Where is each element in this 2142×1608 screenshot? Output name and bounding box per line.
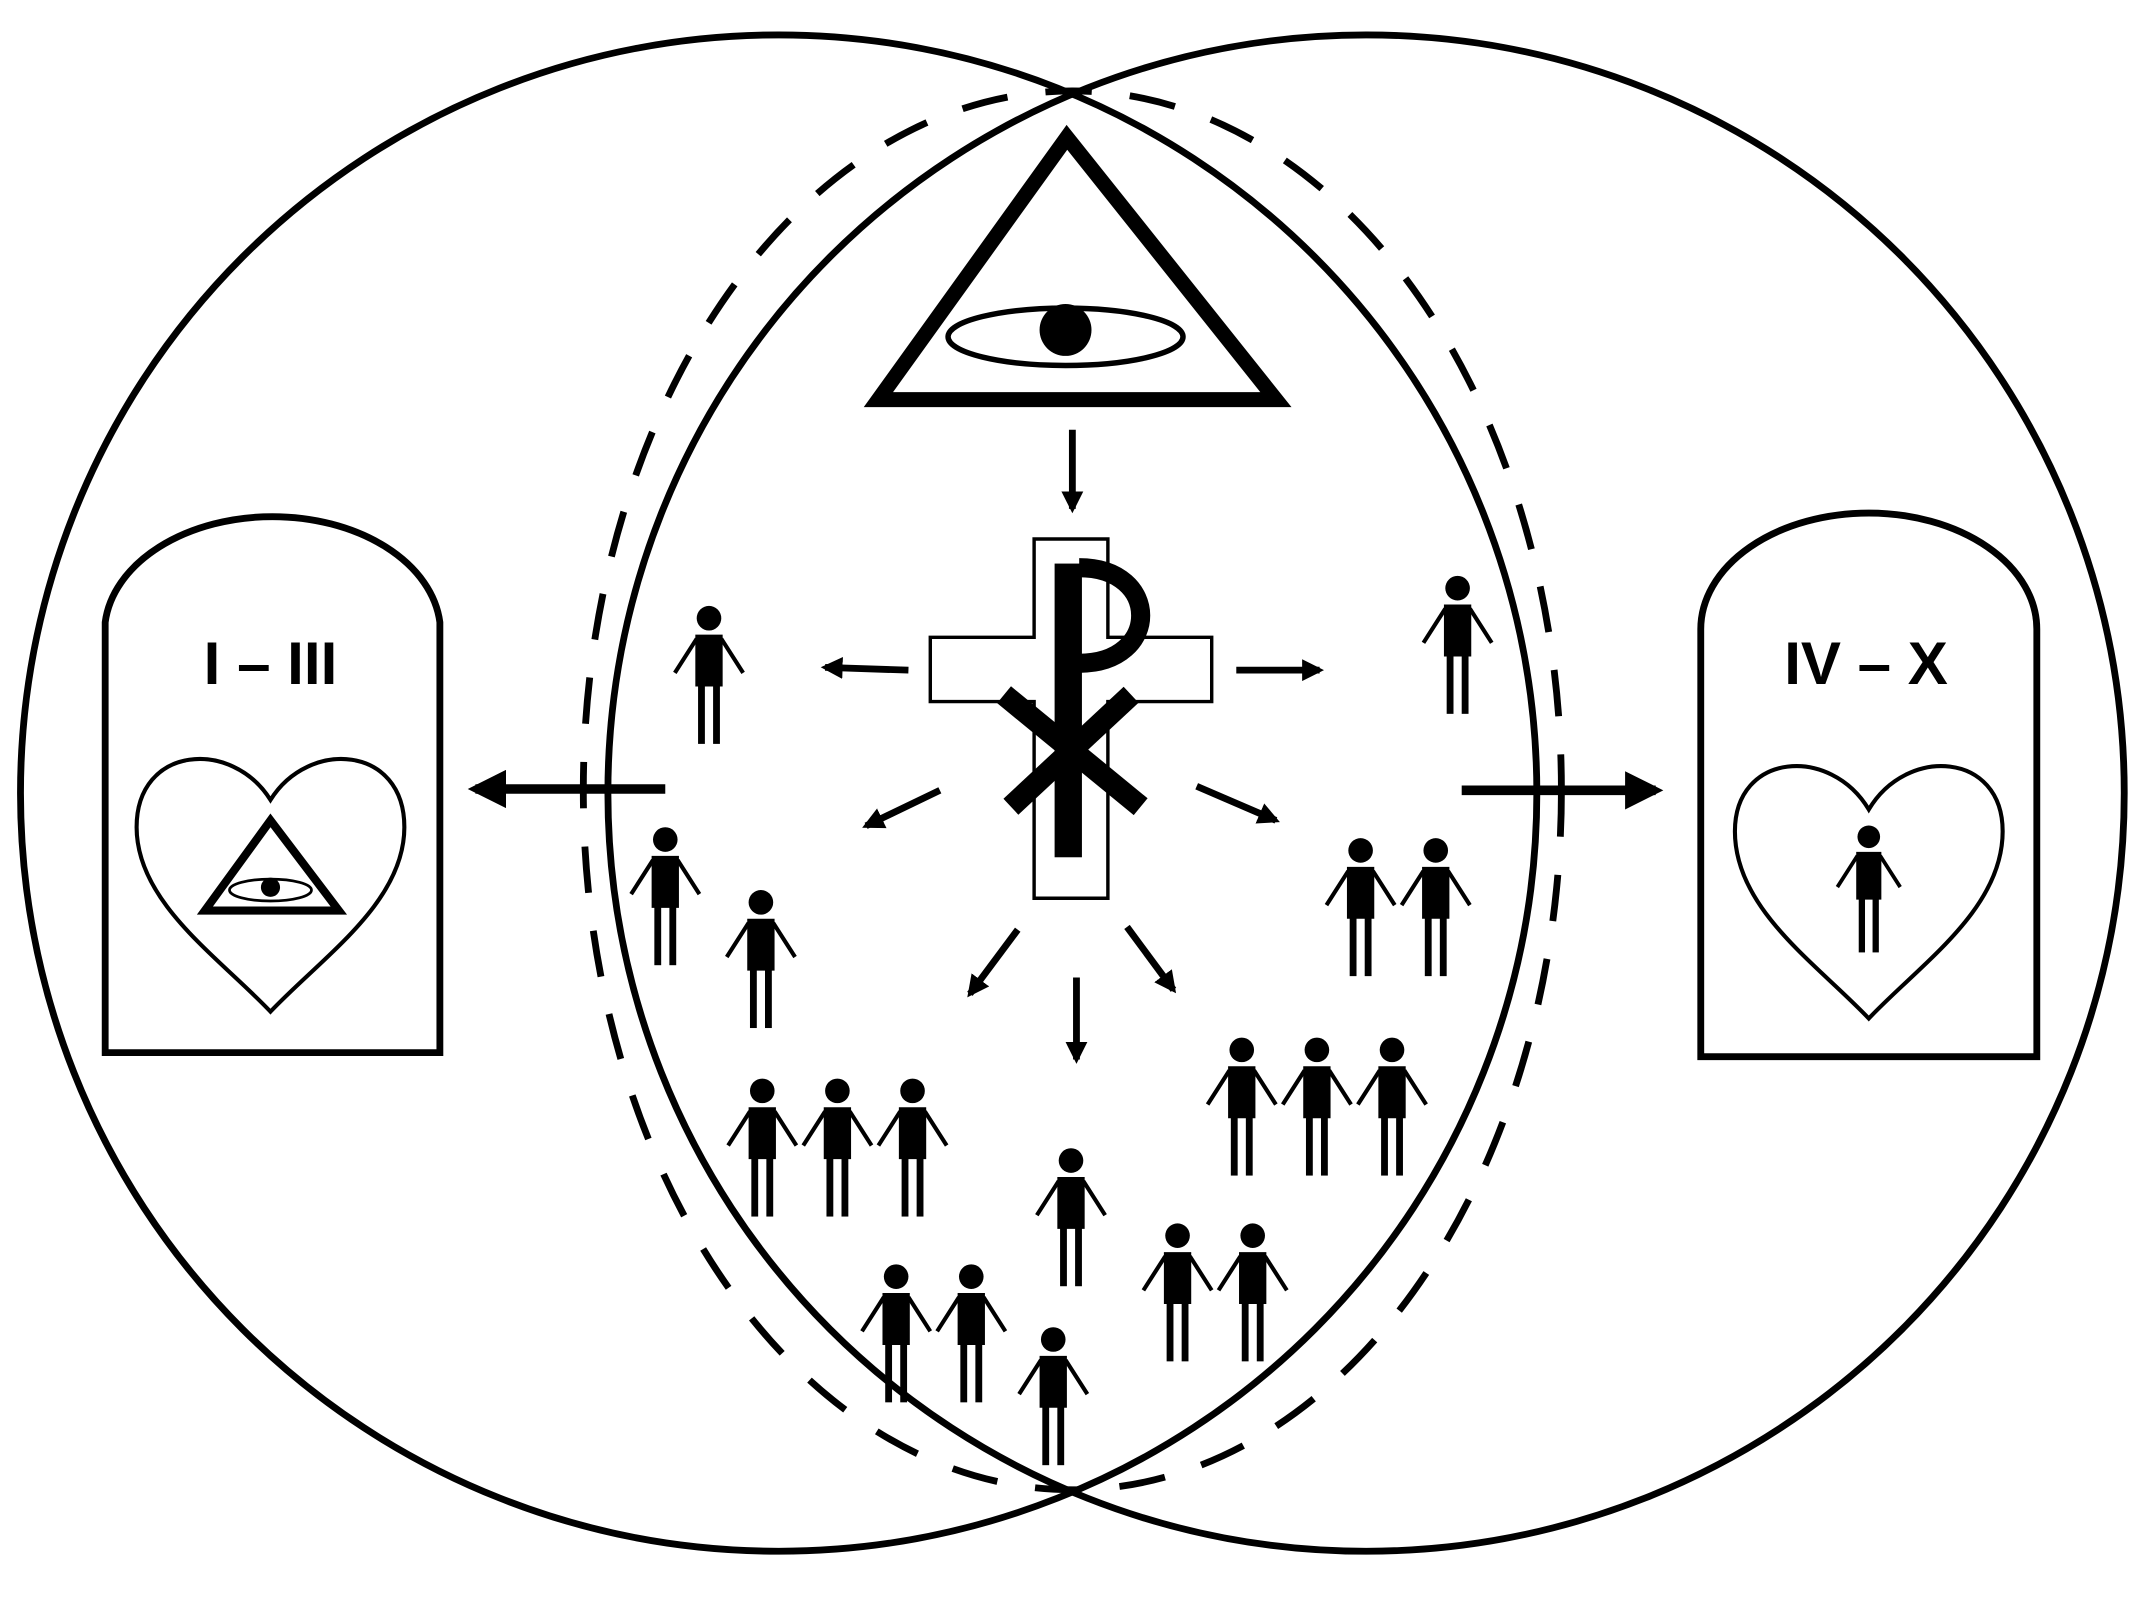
pair-group: [1326, 838, 1469, 976]
arrow-down-right-2: [1124, 924, 1177, 994]
triple-group: [1208, 1038, 1427, 1176]
chi-rho-cross-icon: [928, 537, 1214, 900]
person-icon: [631, 827, 699, 965]
arrow-down-left: [862, 787, 942, 829]
person-icon: [675, 606, 743, 744]
eye-of-providence-icon: [863, 124, 1292, 408]
triple-group: [728, 1079, 947, 1217]
right-tablet-label: IV – X: [1784, 630, 1948, 697]
heart-icon: [134, 756, 407, 1015]
left-tablet: I – III: [101, 513, 444, 1057]
arrow-down-right: [1195, 783, 1280, 824]
person-icon: [1037, 1148, 1105, 1286]
person-icon: [1019, 1327, 1087, 1465]
right-tablet: IV – X: [1697, 509, 2041, 1061]
pair-group: [1143, 1223, 1286, 1361]
person-icon: [1423, 576, 1491, 714]
small-eye-triangle-icon: [196, 813, 348, 915]
arrow-down-left-2: [967, 927, 1021, 998]
left-tablet-label: I – III: [204, 630, 338, 697]
person-icon: [727, 890, 795, 1028]
arrow-left: [820, 657, 909, 679]
heart-icon: [1732, 764, 2005, 1022]
